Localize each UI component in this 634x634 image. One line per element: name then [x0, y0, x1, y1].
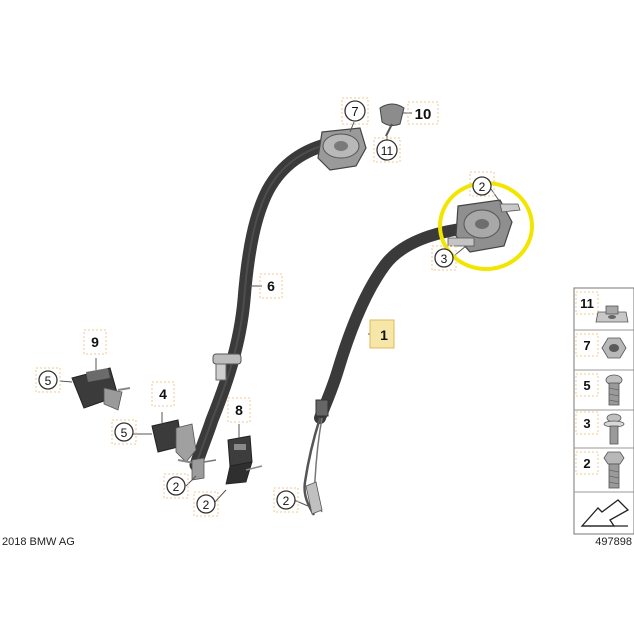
svg-text:11: 11 [580, 296, 594, 311]
buckle-assembly-4 [151, 419, 201, 465]
callout-9: 9 [83, 329, 107, 355]
callout-lower-2b: 2 [193, 491, 219, 517]
svg-text:10: 10 [415, 106, 432, 123]
svg-text:2: 2 [283, 494, 290, 508]
hardware-row-11: 11 [575, 291, 629, 323]
cover-cap-icon [379, 103, 405, 137]
arrow-icon [580, 499, 630, 527]
callout-1: 1 [369, 319, 395, 349]
svg-text:6: 6 [267, 278, 275, 294]
svg-text:4: 4 [159, 386, 167, 402]
lower-anchor [191, 457, 217, 481]
callout-11: 11 [373, 137, 401, 163]
svg-text:5: 5 [45, 374, 52, 388]
svg-text:5: 5 [121, 426, 128, 440]
svg-text:1: 1 [380, 327, 388, 343]
diagram-number: 497898 [595, 536, 632, 548]
callout-lower-2c: 2 [273, 487, 299, 513]
clip-nut-icon [595, 305, 629, 323]
svg-text:2: 2 [583, 456, 590, 471]
right-seat-belt [303, 222, 476, 516]
hardware-row-3: 3 [575, 411, 625, 445]
left-seat-belt [189, 136, 340, 472]
callout-4: 4 [151, 381, 175, 407]
torx-bolt-icon [605, 374, 623, 406]
callout-4-5: 5 [111, 419, 137, 445]
callout-right-3: 3 [431, 245, 457, 271]
buckle-assembly-9 [71, 367, 131, 411]
rear-retractor [447, 199, 521, 253]
hardware-row-2: 2 [575, 451, 625, 489]
svg-text:11: 11 [381, 144, 394, 158]
right-lower-anchor [305, 481, 323, 515]
callout-8: 8 [227, 397, 251, 423]
hex-nut-icon [601, 337, 627, 359]
callout-right-2: 2 [469, 171, 495, 197]
upper-retractor [317, 127, 367, 171]
svg-text:2: 2 [203, 498, 210, 512]
svg-text:8: 8 [235, 402, 243, 418]
svg-text:2: 2 [479, 180, 486, 194]
belt-guide [212, 353, 242, 381]
svg-text:3: 3 [583, 416, 590, 431]
svg-text:5: 5 [583, 378, 590, 393]
callout-7: 7 [341, 97, 369, 125]
callout-10: 10 [407, 101, 439, 125]
svg-text:2: 2 [173, 480, 180, 494]
callout-6: 6 [259, 273, 283, 299]
washer-bolt-icon [603, 413, 625, 445]
hardware-panel: 11 7 5 [573, 287, 634, 535]
hardware-row-5: 5 [575, 373, 623, 406]
svg-text:7: 7 [351, 104, 358, 119]
callout-9-5: 5 [35, 367, 61, 393]
copyright-text: 2018 BMW AG [2, 536, 75, 548]
callout-lower-2a: 2 [163, 473, 189, 499]
svg-text:7: 7 [583, 338, 590, 353]
svg-text:3: 3 [441, 252, 448, 266]
hex-bolt-icon [603, 451, 625, 489]
buckle-assembly-8 [225, 435, 263, 485]
svg-text:9: 9 [91, 334, 99, 350]
hardware-row-7: 7 [575, 333, 627, 359]
